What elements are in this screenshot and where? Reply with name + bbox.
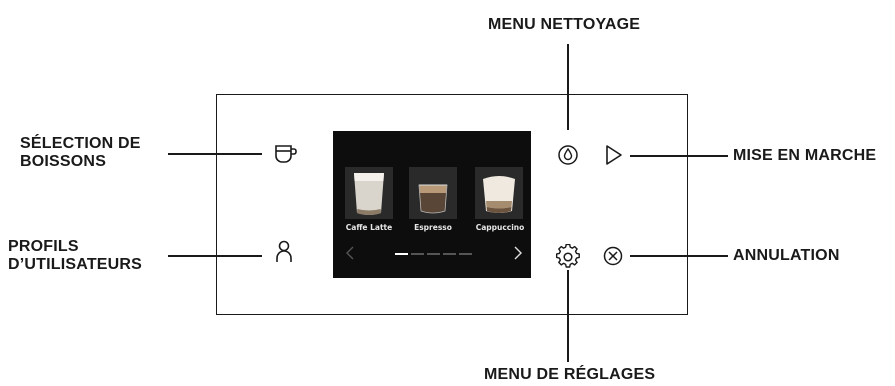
drink-label-caffe-latte: Caffe Latte [345,223,393,232]
chevron-right-icon[interactable] [513,246,523,260]
latte-glass-image [354,173,384,215]
drink-tile-cappuccino[interactable] [475,167,523,219]
cancel-icon[interactable] [602,245,624,267]
user-icon[interactable] [274,240,294,264]
pager-dot-2 [411,253,424,255]
drink-tile-caffe-latte[interactable] [345,167,393,219]
chevron-left-icon[interactable] [345,246,355,260]
pager-dot-5 [459,253,472,255]
drop-icon[interactable] [556,143,580,167]
display-screen[interactable]: Caffe Latte Espresso Cappuccino [333,131,531,278]
drink-label-espresso: Espresso [414,223,452,232]
callout-annulation: ANNULATION [733,247,840,264]
drink-label-cappuccino: Cappuccino [475,223,525,232]
leader-line-menu-nettoyage [567,44,569,130]
control-panel [216,94,688,315]
callout-selection-line2: BOISSONS [20,153,107,170]
callout-menu-reglages: MENU DE RÉGLAGES [484,366,656,383]
callout-profils-line1: PROFILS [8,238,79,255]
leader-line-selection [168,153,262,155]
cup-icon[interactable] [274,143,298,165]
play-icon[interactable] [604,144,624,166]
callout-profils: PROFILS D’UTILISATEURS [8,238,142,274]
leader-line-profils [168,255,262,257]
cappuccino-glass-image [483,176,515,213]
espresso-glass-image [418,184,448,214]
callout-menu-nettoyage: MENU NETTOYAGE [488,16,641,33]
callout-profils-line2: D’UTILISATEURS [8,256,143,273]
leader-line-mise-en-marche [630,155,728,157]
pager-dot-3 [427,253,440,255]
callout-mise-en-marche: MISE EN MARCHE [733,147,877,164]
leader-line-annulation [630,255,728,257]
leader-line-menu-reglages [567,270,569,362]
callout-selection-boissons: SÉLECTION DE BOISSONS [20,135,141,171]
pager-dot-4 [443,253,456,255]
drink-tile-espresso[interactable] [409,167,457,219]
callout-selection-line1: SÉLECTION DE [20,135,141,152]
gear-icon[interactable] [555,244,581,270]
pager-dot-1 [395,253,408,255]
